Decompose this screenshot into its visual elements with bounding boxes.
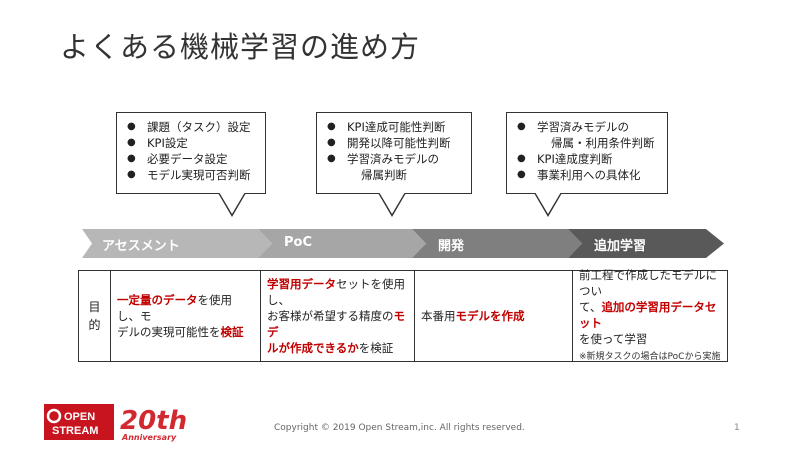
callout-item: 帰属判断 [361,168,407,182]
callout-assessment: 課題（タスク）設定 KPI設定 必要データ設定 モデル実現可否判断 [116,112,266,194]
callout-additional: 学習済みモデルの 帰属・利用条件判断 KPI達成度判断 事業利用への具体化 [506,112,668,194]
phase-chevron-assessment [82,229,272,258]
callout-poc: KPI達成可能性判断 開発以降可能性判断 学習済みモデルの 帰属判断 [316,112,472,194]
phase-chevron-poc [258,229,426,258]
purpose-text: を使って学習 [579,332,648,346]
callout-item: 学習済みモデルの [517,119,659,135]
purpose-header: 目 的 [79,271,111,361]
callout-tail-fill [219,192,245,214]
purpose-cell-poc: 学習用データセットを使用し、 お客様が希望する精度のモデ ルが作成できるかを検証 [261,271,415,361]
callout-item: 必要データ設定 [127,151,257,167]
phase-arrow-bar: アセスメント PoC 開発 追加学習 [82,229,724,258]
purpose-header-char: 的 [88,318,101,332]
callout-item: KPI設定 [127,135,257,151]
phase-label-assessment: アセスメント [102,239,180,254]
phase-label-dev: 開発 [438,239,465,254]
purpose-text: て、 [579,300,602,314]
callout-item: 事業利用への具体化 [517,167,659,183]
callout-tail-fill [535,192,561,214]
anniversary-number: 20th [120,406,187,436]
callout-item: 学習済みモデルの [327,151,463,167]
purpose-text: ルが作成できるか [267,341,359,355]
callout-item: KPI達成可能性判断 [327,119,463,135]
callout-item: モデル実現可否判断 [127,167,257,183]
purpose-text: 一定量のデータ [117,293,198,307]
purpose-text: デルの実現可能性を [117,325,221,339]
phase-label-additional: 追加学習 [594,239,647,254]
purpose-text: を使用し、モ [117,293,232,323]
phase-chevron-dev [412,229,582,258]
purpose-text: セットを使用し、 [267,277,405,307]
purpose-text: 追加の学習用データセット [579,300,717,330]
phase-label-poc: PoC [284,235,312,250]
purpose-text: 学習用データ [267,277,336,291]
purpose-header-char: 目 [88,300,101,314]
anniversary-word: Anniversary [121,433,177,442]
callout-item: 開発以降可能性判断 [327,135,463,151]
purpose-cell-dev: 本番用モデルを作成 [415,271,573,361]
purpose-text: モデルを作成 [455,309,525,323]
purpose-cell-additional: 前工程で作成したモデルについ て、追加の学習用データセット を使って学習 ※新規… [573,268,727,362]
page-title: よくある機械学習の進め方 [60,30,421,64]
purpose-text: お客様が希望する精度の [267,309,394,323]
logo-text-top: OPEN [64,411,95,423]
copyright: Copyright © 2019 Open Stream,inc. All ri… [274,423,525,433]
open-stream-logo: OPEN STREAM [44,404,114,444]
phase-chevron-additional [568,229,724,258]
callout-tail-fill [379,192,405,214]
purpose-text: を検証 [358,341,394,355]
purpose-text: モデ [267,309,405,339]
callout-item: KPI達成度判断 [517,151,659,167]
callout-item: 帰属・利用条件判断 [551,136,655,150]
anniversary-logo: 20th Anniversary [118,401,198,447]
purpose-text: 検証 [220,325,244,339]
page-number: 1 [734,423,740,433]
purpose-text: 前工程で作成したモデルについ [579,268,717,298]
purpose-cell-assessment: 一定量のデータを使用し、モ デルの実現可能性を検証 [111,271,261,361]
callout-item: 課題（タスク）設定 [127,119,257,135]
logo-text-bottom: STREAM [52,425,98,437]
purpose-text: 本番用 [421,309,456,323]
purpose-note: ※新規タスクの場合はPoCから実施 [579,352,721,362]
purpose-table: 目 的 一定量のデータを使用し、モ デルの実現可能性を検証 学習用データセットを… [78,268,728,362]
